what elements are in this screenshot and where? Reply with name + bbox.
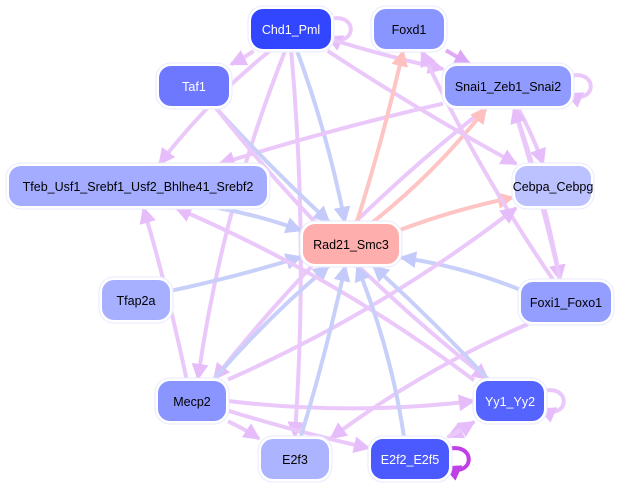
edge-mecp2-to-yy1_yy2 xyxy=(227,394,476,412)
edge-chd1_pml-to-e2f3 xyxy=(287,50,305,439)
node-label: E2f3 xyxy=(282,453,308,467)
edge-e2f2_e2f5-to-e2f2_e2f5 xyxy=(442,446,471,481)
node-shape xyxy=(303,224,399,264)
edge-e2f2_e2f5-to-yy1_yy2 xyxy=(446,420,476,439)
node-foxd1[interactable]: Foxd1 xyxy=(370,5,448,53)
node-taf1[interactable]: Taf1 xyxy=(155,62,233,110)
node-label: Mecp2 xyxy=(173,395,211,409)
edge-tfap2a-to-rad21_smc3 xyxy=(171,253,303,293)
edge-rad21_smc3-to-foxd1 xyxy=(354,49,408,223)
node-shape xyxy=(102,280,170,320)
node-cebpa-cebpg[interactable]: Cebpa_Cebpg xyxy=(511,162,595,210)
node-shape xyxy=(159,66,229,106)
node-label: Chd1_Pml xyxy=(262,23,320,37)
edge-chd1_pml-to-rad21_smc3 xyxy=(295,50,351,224)
edge-e2f3-to-rad21_smc3 xyxy=(298,264,351,438)
edge-yy1_yy2-to-rad21_smc3 xyxy=(371,264,490,381)
node-yy1-yy2[interactable]: Yy1_Yy2 xyxy=(472,377,548,425)
edge-foxi1_foxo1-to-rad21_smc3 xyxy=(399,251,520,292)
node-label: Foxi1_Foxo1 xyxy=(530,296,602,310)
edge-mecp2-to-rad21_smc3 xyxy=(212,264,330,381)
node-tfap2a[interactable]: Tfap2a xyxy=(98,276,174,324)
edge-mecp2-to-e2f3 xyxy=(227,419,261,441)
node-shape xyxy=(251,9,331,49)
edge-snai1_zeb1_snai2-to-snai1_zeb1_snai2 xyxy=(564,73,593,108)
node-label: Taf1 xyxy=(182,80,206,94)
node-foxi1-foxo1[interactable]: Foxi1_Foxo1 xyxy=(517,278,615,326)
node-shape xyxy=(445,66,571,106)
node-e2f3[interactable]: E2f3 xyxy=(257,435,333,483)
node-shape xyxy=(374,9,444,49)
edge-foxd1-to-snai1_zeb1_snai2 xyxy=(444,48,472,66)
node-shape xyxy=(261,439,329,479)
node-label: Tfap2a xyxy=(117,294,156,308)
edge-yy1_yy2-to-yy1_yy2 xyxy=(537,388,566,423)
edge-tfeb_usf1_srebf1_usf2_bhlhe41_srebf2-to-rad21_smc3 xyxy=(218,206,303,234)
node-shape xyxy=(476,381,544,421)
node-label: Yy1_Yy2 xyxy=(485,395,535,409)
edge-snai1_zeb1_snai2-to-tfeb_usf1_srebf1_usf2_bhlhe41_srebf2 xyxy=(217,101,444,168)
node-shape xyxy=(158,381,226,421)
node-label: Snai1_Zeb1_Snai2 xyxy=(455,80,561,94)
node-chd1-pml[interactable]: Chd1_Pml xyxy=(247,5,335,53)
node-label: Tfeb_Usf1_Srebf1_Usf2_Bhlhe41_Srebf2 xyxy=(23,180,254,194)
node-shape xyxy=(371,439,449,479)
edge-chd1_pml-to-taf1 xyxy=(229,49,255,67)
node-snai1-zeb1-snai2[interactable]: Snai1_Zeb1_Snai2 xyxy=(441,62,575,110)
node-label: Cebpa_Cebpg xyxy=(513,180,594,194)
edge-yy1_yy2-to-tfeb_usf1_srebf1_usf2_bhlhe41_srebf2 xyxy=(174,206,476,382)
node-tfeb-usf1-srebf1-usf2-bhlhe41-srebf2[interactable]: Tfeb_Usf1_Srebf1_Usf2_Bhlhe41_Srebf2 xyxy=(5,162,271,210)
edge-mecp2-to-cebpa_cebpg xyxy=(227,206,518,382)
node-mecp2[interactable]: Mecp2 xyxy=(154,377,230,425)
edge-e2f2_e2f5-to-rad21_smc3 xyxy=(354,264,406,438)
node-label: E2f2_E2f5 xyxy=(381,453,439,467)
edge-mecp2-to-e2f2_e2f5 xyxy=(227,408,371,454)
edge-foxi1_foxo1-to-e2f3 xyxy=(329,322,529,440)
node-label: Foxd1 xyxy=(392,23,427,37)
node-shape xyxy=(9,166,267,206)
node-shape xyxy=(515,166,591,206)
node-rad21-smc3[interactable]: Rad21_Smc3 xyxy=(299,220,403,268)
node-e2f2-e2f5[interactable]: E2f2_E2f5 xyxy=(367,435,453,483)
edge-foxi1_foxo1-to-foxd1 xyxy=(419,49,555,282)
node-shape xyxy=(521,282,611,322)
node-label: Rad21_Smc3 xyxy=(313,238,389,252)
edge-rad21_smc3-to-snai1_zeb1_snai2 xyxy=(371,106,488,224)
